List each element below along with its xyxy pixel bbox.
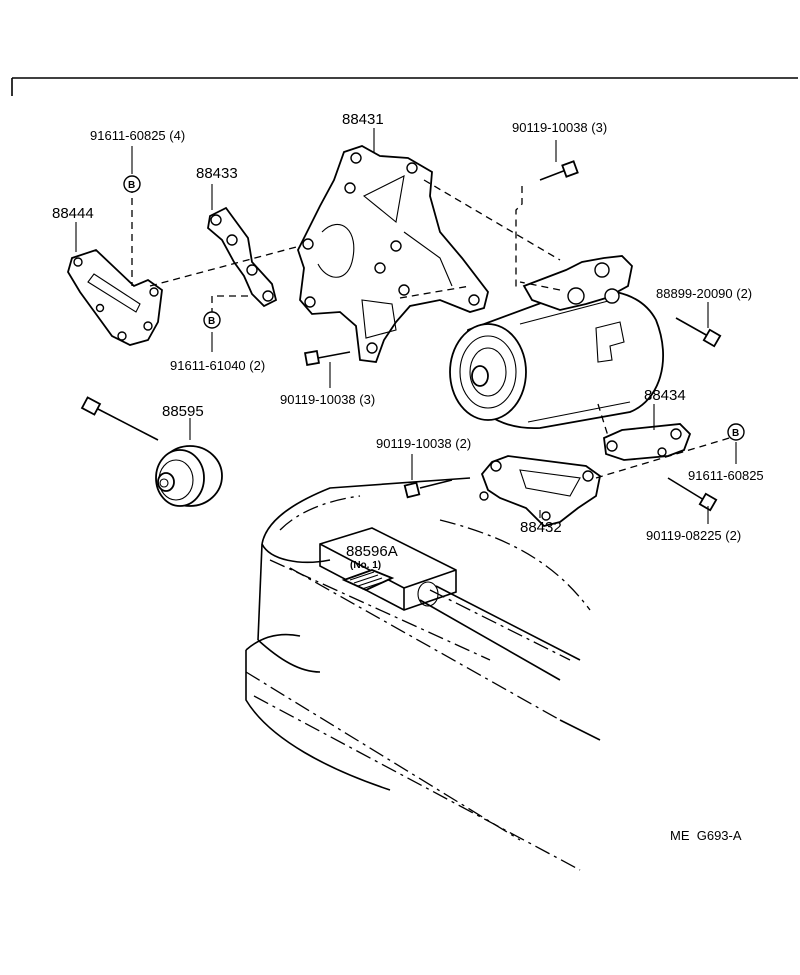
label-88595: 88595 <box>162 403 204 420</box>
label-91611-60825-4: 91611-60825 (4) <box>90 128 185 143</box>
bracket-88433 <box>207 206 278 308</box>
bolt-90119-10038-mid <box>304 350 351 366</box>
label-88899-20090-2: 88899-20090 (2) <box>656 286 752 301</box>
label-90119-10038-3-top: 90119-10038 (3) <box>512 120 607 135</box>
bracket-88432 <box>479 455 601 527</box>
reference-b-marker-right: B <box>727 423 745 441</box>
bolt-pulley <box>80 396 159 441</box>
bracket-88434 <box>603 423 692 461</box>
idler-pulley-88595 <box>155 445 223 507</box>
svg-text:B: B <box>208 316 215 327</box>
label-90119-10038-3-mid: 90119-10038 (3) <box>280 392 375 407</box>
leaders <box>75 128 737 524</box>
bolt-90119-10038-top <box>539 160 579 181</box>
svg-text:B: B <box>128 180 135 191</box>
bracket-88431 <box>297 145 489 363</box>
label-88444: 88444 <box>52 205 94 222</box>
alignment-lines <box>131 179 737 479</box>
label-91611-60825: 91611-60825 <box>688 468 764 483</box>
svg-text:B: B <box>732 428 739 439</box>
bolt-90119-08225 <box>667 477 718 512</box>
diagram-code: ME G693-A <box>670 828 742 843</box>
label-88431: 88431 <box>342 111 384 128</box>
label-90119-10038-2: 90119-10038 (2) <box>376 436 471 451</box>
frame-border <box>11 77 798 96</box>
bolt-88899-20090 <box>675 317 722 348</box>
reference-b-marker-mid: B <box>203 311 221 329</box>
reference-b-marker-top: B <box>123 175 141 193</box>
label-88432: 88432 <box>520 519 562 536</box>
engine-block <box>245 477 601 871</box>
label-90119-08225-2: 90119-08225 (2) <box>646 528 741 543</box>
label-plate-88596a <box>341 569 395 591</box>
label-88596a: 88596A <box>346 543 398 560</box>
label-88434: 88434 <box>644 387 686 404</box>
label-88433: 88433 <box>196 165 238 182</box>
bracket-88444 <box>67 248 163 346</box>
ac-compressor <box>449 255 664 429</box>
bolt-90119-10038-lower <box>403 479 453 499</box>
label-91611-61040-2: 91611-61040 (2) <box>170 358 265 373</box>
label-88596a-sub: (No. 1) <box>350 560 381 571</box>
